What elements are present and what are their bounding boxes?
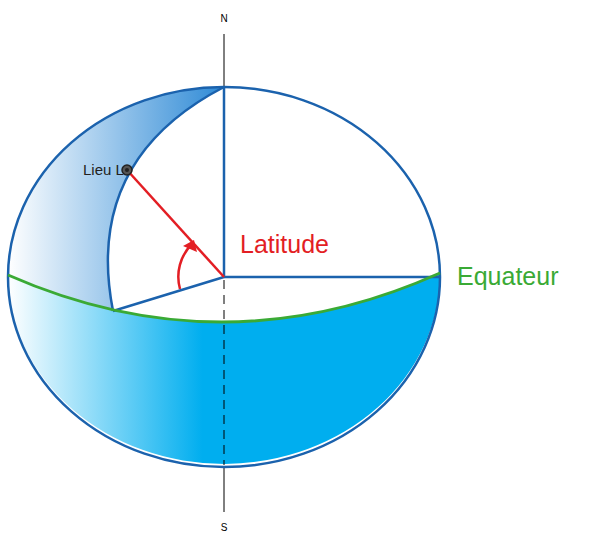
angle-arc — [178, 244, 192, 289]
radius-line — [113, 277, 224, 311]
equator-label: Equateur — [457, 264, 558, 289]
axis-line — [224, 467, 225, 512]
location-point — [125, 168, 129, 172]
point-label: Lieu L — [83, 162, 124, 177]
cutaway-surface — [8, 87, 224, 311]
axis-label: N — [220, 14, 227, 24]
axis-label: S — [221, 523, 228, 533]
meridian — [108, 87, 224, 311]
equator-line — [8, 273, 440, 322]
radius-line — [224, 276, 440, 279]
radius-line — [223, 87, 226, 277]
axis-dashed — [224, 280, 225, 465]
latitude-line — [127, 170, 224, 277]
axis-line — [224, 34, 225, 87]
globe-outline — [8, 87, 440, 467]
angle-arrowhead — [183, 240, 197, 252]
angle-label: Latitude — [240, 232, 329, 257]
